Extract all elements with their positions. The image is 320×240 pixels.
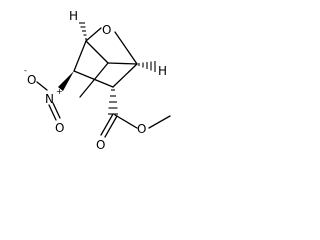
atom-ester-oxygen: O [137, 122, 146, 136]
molecule-structure: H O H - O N + O O O [24, 9, 171, 152]
bond-c-oester [114, 114, 138, 129]
bond-c2-c3 [73, 70, 114, 88]
bond-n-odouble-a [52, 102, 61, 119]
bond-n-odouble-b [48, 104, 57, 121]
wedge-bond-nitro [58, 71, 74, 91]
atom-nitro-o-minus: O [27, 73, 36, 87]
atom-ester-carbonyl-oxygen: O [96, 138, 105, 152]
atom-h-left: H [69, 9, 78, 23]
charge-minus: - [24, 66, 27, 75]
atom-bridge-oxygen: O [102, 23, 111, 37]
nitro-bonds [36, 81, 61, 121]
bond-c-ocarbonyl-b [104, 115, 118, 138]
charge-plus: + [56, 87, 63, 96]
ester-bonds [100, 113, 171, 138]
bond-c5-c6 [79, 62, 109, 98]
bond-n-ominus [36, 81, 48, 91]
hashed-bond-h-left [79, 22, 87, 40]
bond-c4-c5 [107, 62, 138, 65]
atom-nitro-n: N [45, 92, 54, 106]
hashed-bond-ester [108, 89, 118, 115]
atom-nitro-o-double: O [55, 121, 64, 135]
bond-c3-c4 [112, 63, 138, 88]
bond-oester-methyl [148, 115, 171, 129]
ring-bonds [73, 27, 138, 98]
bond-c1-c6 [85, 40, 109, 64]
bond-c-ocarbonyl-a [100, 113, 114, 136]
hashed-bond-h-right [138, 61, 156, 72]
bond-c1-c2 [73, 40, 87, 72]
atom-h-right: H [158, 64, 167, 78]
bond-c1-o7 [85, 27, 102, 42]
bond-o7-c4 [114, 31, 138, 65]
